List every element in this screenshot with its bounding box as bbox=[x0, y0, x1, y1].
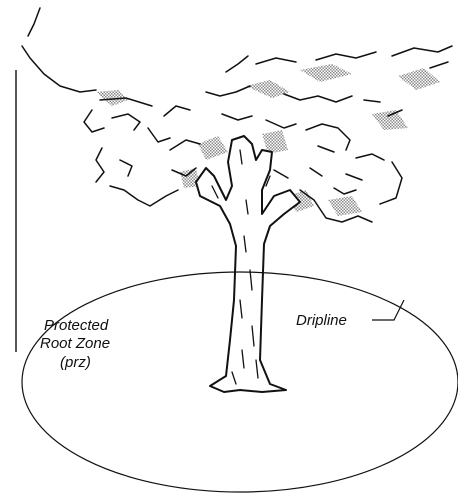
prz-label-line2: Root Zone bbox=[40, 335, 110, 352]
tree-canopy bbox=[21, 7, 453, 223]
dripline-ellipse bbox=[21, 271, 458, 493]
dripline-label: Dripline bbox=[296, 312, 347, 329]
trunk-bark-texture bbox=[211, 149, 271, 385]
prz-label-line3: (prz) bbox=[60, 354, 91, 371]
tree-trunk bbox=[195, 135, 301, 393]
prz-label-line1: Protected bbox=[44, 317, 109, 334]
dripline-leader-line bbox=[372, 299, 405, 321]
canopy-shading bbox=[96, 64, 440, 216]
